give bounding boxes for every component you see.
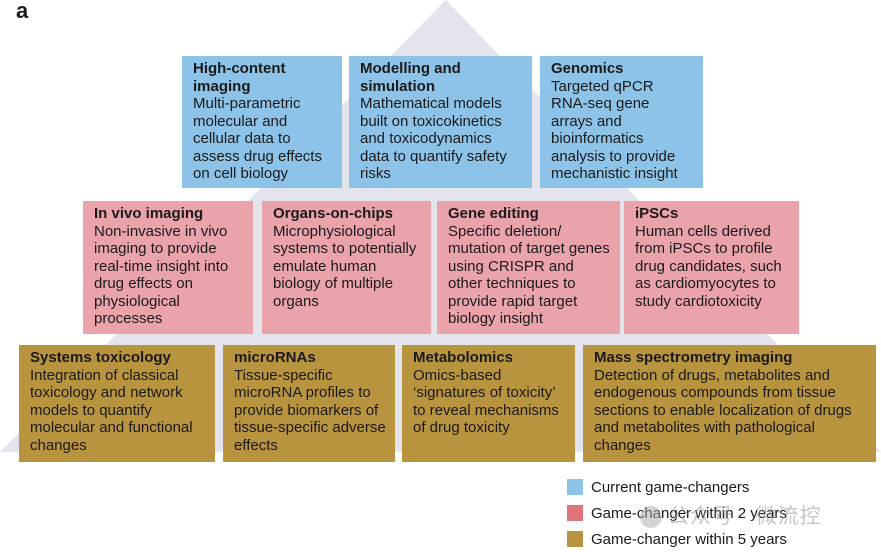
box-description: Targeted qPCR RNA-seq gene arrays and bi… xyxy=(551,77,678,183)
box-mass-spectrometry-imaging: Mass spectrometry imaging Detection of d… xyxy=(583,345,876,462)
box-high-content-imaging: High-content imaging Multi-parametric mo… xyxy=(182,56,342,188)
box-description: Omics-based ‘signatures of toxicity’ to … xyxy=(413,366,559,437)
box-modelling-and-simulation: Modelling and simulation Mathematical mo… xyxy=(349,56,532,188)
box-title: Systems toxicology xyxy=(30,349,171,366)
watermark: 公众号 · 微流控 xyxy=(640,500,822,530)
legend-item-2-years: Game-changer within 2 years xyxy=(567,500,787,526)
box-title: microRNAs xyxy=(234,349,316,366)
box-description: Mathematical models built on toxicokinet… xyxy=(360,95,507,182)
box-description: Human cells derived from iPSCs to profil… xyxy=(635,222,782,310)
legend-swatch-blue xyxy=(567,479,583,495)
legend-item-5-years: Game-changer within 5 years xyxy=(567,526,787,552)
box-title: iPSCs xyxy=(635,205,679,222)
box-genomics: Genomics Targeted qPCR RNA-seq gene arra… xyxy=(540,56,703,188)
box-description: Microphysiological systems to potentiall… xyxy=(273,222,417,310)
legend-label: Game-changer within 5 years xyxy=(591,530,787,548)
box-in-vivo-imaging: In vivo imaging Non-invasive in vivo ima… xyxy=(83,201,253,334)
box-organs-on-chips: Organs-on-chips Microphysiological syste… xyxy=(262,201,431,334)
box-gene-editing: Gene editing Specific deletion/ mutation… xyxy=(437,201,620,334)
box-title: In vivo imaging xyxy=(94,205,204,222)
panel-letter: a xyxy=(16,0,29,23)
box-ipscs: iPSCs Human cells derived from iPSCs to … xyxy=(624,201,799,334)
box-description: Tissue-specific microRNA profiles to pro… xyxy=(234,366,386,454)
wechat-icon xyxy=(640,506,662,529)
legend-label: Game-changer within 2 years xyxy=(591,504,787,522)
box-title: Mass spectrometry imaging xyxy=(594,349,793,366)
box-description: Multi-parametric molecular and cellular … xyxy=(193,95,322,182)
box-description: Specific deletion/ mutation of target ge… xyxy=(448,222,610,328)
box-micrornas: microRNAs Tissue-specific microRNA profi… xyxy=(223,345,395,462)
box-title: Modelling and simulation xyxy=(360,60,461,95)
legend-label: Current game-changers xyxy=(591,478,750,496)
watermark-text: 公众号 · 微流控 xyxy=(668,505,822,528)
legend-swatch-red xyxy=(567,505,583,521)
legend-item-current: Current game-changers xyxy=(567,474,787,500)
box-metabolomics: Metabolomics Omics-based ‘signatures of … xyxy=(402,345,575,462)
legend: Current game-changers Game-changer withi… xyxy=(567,474,787,552)
legend-swatch-gold xyxy=(567,531,583,547)
box-systems-toxicology: Systems toxicology Integration of classi… xyxy=(19,345,215,462)
box-title: Genomics xyxy=(551,60,624,77)
box-title: Organs-on-chips xyxy=(273,205,394,222)
box-description: Integration of classical toxicology and … xyxy=(30,366,193,454)
box-title: Gene editing xyxy=(448,205,539,222)
box-title: High-content imaging xyxy=(193,60,286,95)
box-description: Non-invasive in vivo imaging to provide … xyxy=(94,222,229,328)
box-description: Detection of drugs, metabolites and endo… xyxy=(594,366,852,454)
box-title: Metabolomics xyxy=(413,349,514,366)
